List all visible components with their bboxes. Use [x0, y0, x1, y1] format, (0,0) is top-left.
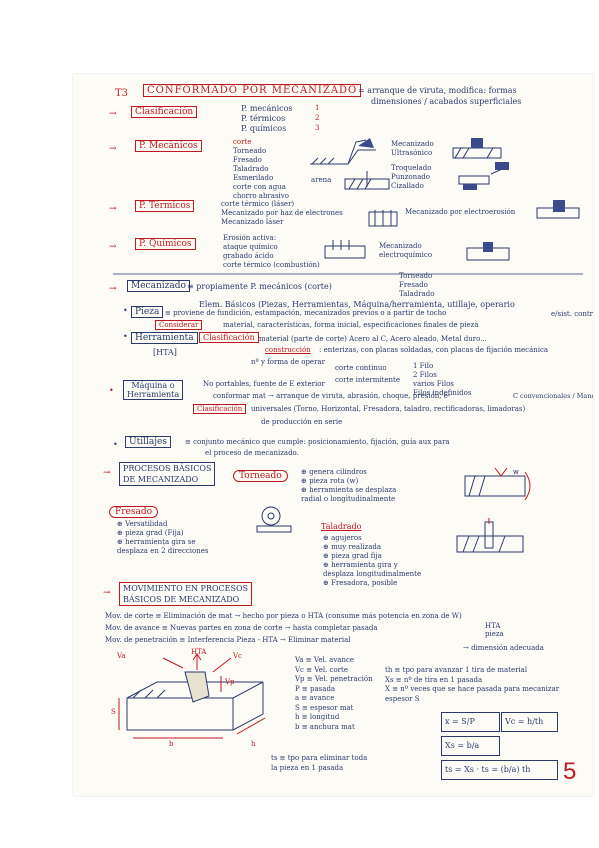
construccion-label: construcción — [265, 346, 311, 354]
fresado-items: ⊕ Versatilidad ⊕ pieza grad (Fija) ⊕ her… — [117, 520, 209, 555]
herramienta-construccion: : enterizas, con placas soldadas, con pl… — [319, 346, 549, 354]
formula-x: x = S/P — [441, 712, 500, 732]
svg-text:w: w — [513, 468, 519, 476]
title-desc-1: = arranque de viruta, modifica: formas — [358, 86, 517, 95]
procesos-label: PROCESOS BÁSICOS DE MECANIZADO — [119, 462, 216, 486]
herramienta-clasificacion: Clasificación — [199, 332, 259, 343]
p-termicos-list: corte térmico (láser) Mecanizado por haz… — [221, 200, 343, 226]
movimiento-line1: Mov. de corte ≡ Eliminación de mat → hec… — [105, 612, 462, 620]
fig-va: Va — [117, 652, 126, 660]
edm-sketch-icon — [536, 200, 580, 219]
ts-definition: ts ≡ tpo para eliminar toda la pieza en … — [271, 754, 368, 772]
pieza-line2: material, características, forma inicial… — [223, 321, 479, 329]
num-3: 3 — [315, 124, 320, 132]
utillajes-line2: el proceso de mecanizado. — [205, 449, 299, 457]
p-termicos-right: Mecanizado por electroerosión — [405, 208, 516, 216]
fig-h: h — [251, 740, 256, 748]
cutting-movement-diagram — [118, 653, 266, 739]
maquina-line4: de producción en serie — [261, 418, 343, 426]
title-desc-2: dimensiones / acabados superficiales — [371, 97, 522, 106]
movimiento-line3-right: → dimensión adecuada — [463, 644, 544, 652]
clasificacion-item-1: P. mecánicos — [241, 104, 293, 113]
clasificacion-item-3: P. químicos — [241, 124, 287, 133]
torneado-label: Torneado — [233, 470, 288, 482]
fig-b: b — [169, 740, 174, 748]
movimiento-line2-right: HTA pieza — [485, 622, 504, 638]
section-number: T3 — [115, 88, 129, 99]
mecanizado-label: Mecanizado — [127, 280, 190, 292]
p-quimicos-list: Erosión activa: ataque químico grabado á… — [223, 234, 320, 269]
laser-sketch-icon — [368, 210, 398, 227]
herramienta-material: material (parte de corte) Acero al C, Ac… — [259, 335, 487, 343]
mecanizado-line2: Elem. Básicos (Piezas, Herramientas, Máq… — [199, 300, 515, 309]
movimiento-line3: Mov. de penetración ≡ Interferencia Piez… — [105, 636, 351, 644]
waterjet-sketch-icon — [344, 171, 390, 190]
formula-xs: Xs = b/a — [441, 736, 500, 756]
torneado-items: ⊕ genera cilindros ⊕ pieza rota (w) ⊕ he… — [301, 468, 397, 503]
formula-ts: ts = Xs · ts = (b/a) th — [441, 760, 558, 780]
hta-label: [HTA] — [153, 348, 177, 357]
num-2: 2 — [315, 114, 320, 122]
fresado-label: Fresado — [109, 506, 159, 518]
maquina-clasificacion: Clasificación — [193, 404, 247, 414]
considerar-label: Considerar — [155, 320, 203, 330]
mecanizado-line1: ≡ propiamente P. mecánicos (corte) — [187, 282, 332, 291]
arena-label: arena — [311, 176, 332, 184]
p-mecanicos-label: P. Mecánicos — [135, 140, 202, 152]
electrochem-sketch-icon — [466, 242, 510, 261]
p-mecanicos-right: Mecanizado Ultrasónico Troquelado Punzon… — [391, 140, 434, 190]
notebook-page: T3 CONFORMADO POR MECANIZADO = arranque … — [73, 74, 593, 796]
clasificacion-label: Clasificación — [131, 106, 198, 118]
maquina-label: Máquina o Herramienta — [123, 380, 183, 400]
movimiento-label: MOVIMIENTO EN PROCESOS BÁSICOS DE MECANI… — [119, 582, 253, 606]
fig-vp: Vp — [225, 678, 235, 686]
maquina-line1: No portables, fuente de E exterior — [203, 380, 325, 388]
maquina-line2: conformar mat → arranque de viruta, abra… — [213, 392, 451, 400]
fig-hta: HTA — [191, 648, 207, 656]
chemical-sketch-icon — [324, 240, 366, 259]
utillajes-label: Utillajes — [125, 436, 171, 448]
pieza-line1: ≡ proviene de fundición, estampación, me… — [165, 309, 447, 317]
mecanizado-line1-right: Torneado Fresado Taladrado — [399, 272, 435, 298]
clasificacion-item-2: P. térmicos — [241, 114, 286, 123]
maquina-extra: C convencionales / Mandrinadora — [513, 392, 593, 400]
p-quimicos-right: Mecanizado electroquímico — [379, 242, 433, 259]
divider — [113, 273, 583, 275]
utillajes-line1: ≡ conjunto mecánico que cumple: posicion… — [185, 438, 450, 446]
movimiento-line2: Mov. de avance ≡ Nuevas partes en zona d… — [105, 624, 378, 632]
definitions-list: Va ≡ Vel. avance Vc ≡ Vel. corte Vp ≡ Ve… — [295, 656, 373, 731]
page-title: CONFORMADO POR MECANIZADO — [143, 84, 362, 97]
ultrasonic-sketch-icon — [452, 138, 510, 190]
fig-vc: Vc — [233, 652, 242, 660]
definitions-right: th ≡ tpo para avanzar 1 tira de material… — [385, 666, 560, 703]
taladrado-label: Taladrado — [321, 522, 362, 531]
p-mecanicos-list: corte Torneado Fresado Taladrado Esmeril… — [233, 138, 289, 200]
pieza-label: Pieza — [131, 306, 164, 318]
fig-s: S — [111, 708, 116, 716]
corte-intermitente: corte intermitente — [335, 376, 401, 384]
p-quimicos-label: P. Químicos — [135, 238, 196, 250]
formula-vc: Vc = h/th — [501, 712, 558, 732]
taladrado-items: ⊕ agujeros ⊕ muy realizada ⊕ pieza grad … — [323, 534, 422, 587]
milling-sketch-icon — [256, 506, 292, 533]
turning-sketch-icon: w — [464, 467, 531, 501]
p-termicos-label: P. Térmicos — [135, 200, 195, 212]
maquina-line3: universales (Torno, Horizontal, Fresador… — [251, 405, 526, 413]
num-1: 1 — [315, 104, 320, 112]
herramienta-operar: nº y forma de operar — [251, 358, 325, 366]
corte-continuo: corte continuo — [335, 364, 387, 372]
drilling-sketch-icon — [456, 518, 524, 553]
filos-list: 1 Filo 2 Filos varios Filos Filos indefi… — [413, 362, 472, 397]
cutting-sketch-icon — [310, 138, 376, 165]
mecanizado-line2-end: e/sist. control — [551, 310, 593, 318]
page-number: 5 — [563, 758, 577, 785]
herramienta-label: Herramienta — [131, 332, 198, 344]
